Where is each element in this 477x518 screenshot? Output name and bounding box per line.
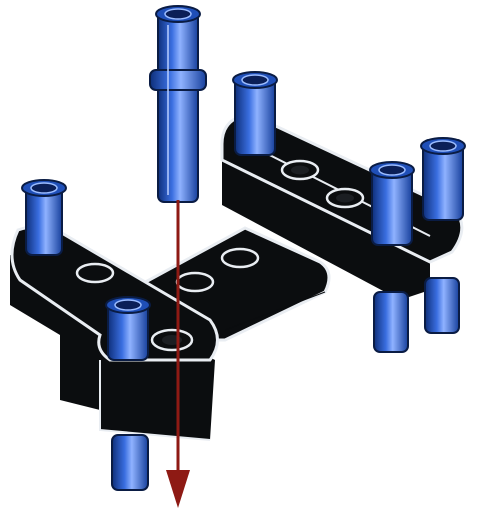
pin-right-beam-a <box>232 71 278 156</box>
pin-left-back <box>21 179 67 256</box>
pin-right-beam-c <box>420 137 466 334</box>
pin-right-beam-b <box>369 161 415 353</box>
insertion-arrow-icon <box>166 200 190 508</box>
pin-left-front <box>105 296 151 491</box>
pin-inserting <box>149 5 207 203</box>
